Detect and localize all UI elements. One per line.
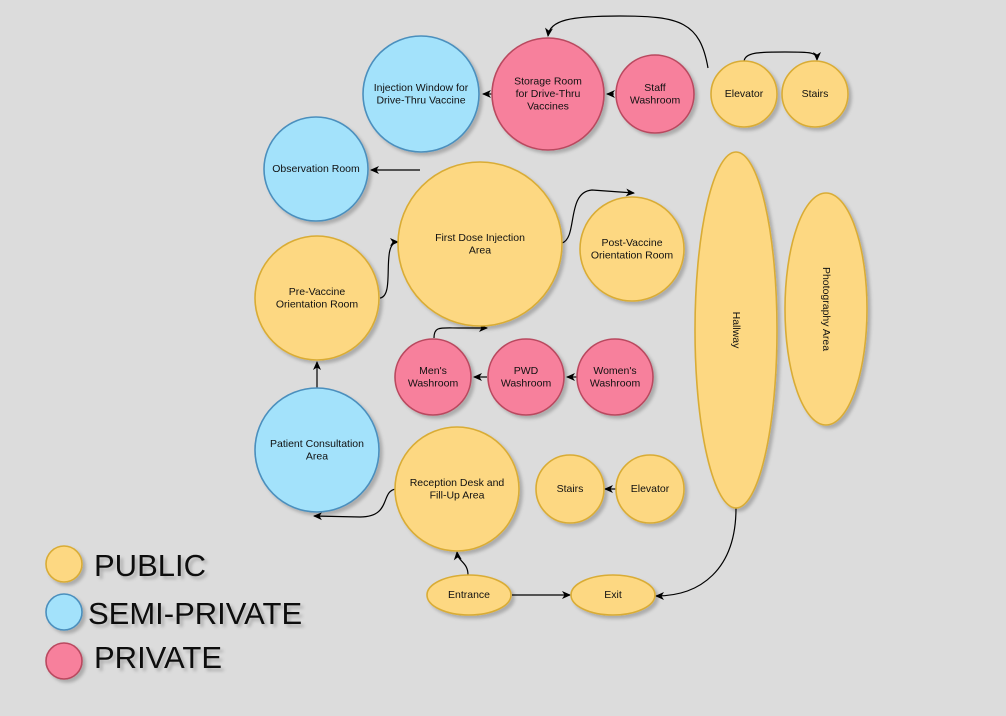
- room-observation-room: Observation Room: [263, 116, 369, 222]
- room-shape: [426, 574, 512, 616]
- edge-reception-to-patient-consultation: [313, 488, 397, 521]
- room-shape: [615, 454, 685, 524]
- legend-label: PRIVATE: [94, 640, 222, 675]
- room-shape: [781, 60, 849, 128]
- room-label: Injection Window for: [374, 82, 469, 94]
- room-label: First Dose Injection: [435, 232, 525, 244]
- edge-hallway-to-exit: [655, 507, 737, 600]
- room-shape: [576, 338, 654, 416]
- room-label: Stairs: [802, 88, 829, 100]
- room-shape: [394, 426, 520, 552]
- room-label: Hallway: [730, 312, 742, 350]
- room-label: Patient Consultation: [270, 438, 364, 450]
- room-hallway: Hallway: [694, 151, 778, 509]
- room-shape: [263, 116, 369, 222]
- room-photography: Photography Area: [784, 192, 868, 426]
- room-elevator-top: Elevator: [710, 60, 778, 128]
- room-shape: [254, 387, 380, 513]
- edge-elevator-to-storage-room: [545, 15, 709, 69]
- room-label: Men's: [419, 365, 447, 377]
- room-elevator-mid: Elevator: [615, 454, 685, 524]
- room-entrance: Entrance: [426, 574, 512, 616]
- room-label: Photography Area: [820, 267, 832, 351]
- room-label: Storage Room: [514, 76, 582, 88]
- connections: [313, 15, 821, 600]
- room-label: Staff: [644, 82, 665, 94]
- room-label: Washroom: [630, 94, 681, 106]
- legend-label: SEMI-PRIVATE: [88, 596, 302, 631]
- room-label: Orientation Room: [276, 298, 359, 310]
- room-label: Post-Vaccine: [601, 237, 662, 249]
- room-shape: [394, 338, 472, 416]
- room-label: Drive-Thru Vaccine: [376, 94, 465, 106]
- room-shape: [254, 235, 380, 361]
- room-label: Entrance: [448, 589, 490, 601]
- edge-pre-vaccine-to-first-dose: [379, 238, 399, 299]
- room-shape: [615, 54, 695, 134]
- legend-swatch: [45, 642, 83, 680]
- room-label: Pre-Vaccine: [289, 286, 346, 298]
- room-label: Fill-Up Area: [430, 489, 485, 501]
- edge-mens-washroom-to-first-dose: [433, 324, 488, 339]
- room-shape: [491, 37, 605, 151]
- legend-item-private: PRIVATE: [45, 640, 222, 680]
- room-label: Reception Desk and: [410, 477, 505, 489]
- room-label: Elevator: [725, 88, 764, 100]
- room-label: Area: [306, 450, 328, 462]
- room-label: PWD: [514, 365, 539, 377]
- room-shape: [784, 192, 868, 426]
- room-label: Vaccines: [527, 101, 569, 113]
- room-label: Stairs: [557, 483, 584, 495]
- legend-item-public: PUBLIC: [45, 545, 206, 583]
- room-exit: Exit: [570, 574, 656, 616]
- legend-label: PUBLIC: [94, 548, 206, 583]
- room-shape: [694, 151, 778, 509]
- legend-swatch: [45, 593, 83, 631]
- edge-first-dose-to-post-vaccine: [561, 188, 635, 244]
- legend-swatch: [45, 545, 83, 583]
- room-label: Orientation Room: [591, 249, 674, 261]
- room-shape: [535, 454, 605, 524]
- room-label: Observation Room: [272, 163, 360, 175]
- edge-entrance-to-reception: [453, 551, 469, 576]
- edge-elevator-to-stairs: [743, 51, 821, 63]
- room-label: Women's: [593, 365, 636, 377]
- room-stairs-top: Stairs: [781, 60, 849, 128]
- room-shape: [397, 161, 563, 327]
- legend: PUBLIC SEMI-PRIVATE PRIVATE: [45, 545, 302, 680]
- room-label: Elevator: [631, 483, 670, 495]
- room-shape: [579, 196, 685, 302]
- legend-item-semi-private: SEMI-PRIVATE: [45, 593, 302, 631]
- room-label: Area: [469, 244, 491, 256]
- room-shape: [362, 35, 480, 153]
- room-shape: [487, 338, 565, 416]
- room-stairs-mid: Stairs: [535, 454, 605, 524]
- room-shape: [570, 574, 656, 616]
- room-label: Washroom: [408, 377, 459, 389]
- room-label: Washroom: [590, 377, 641, 389]
- room-label: Washroom: [501, 377, 552, 389]
- room-label: Exit: [604, 589, 622, 601]
- room-shape: [710, 60, 778, 128]
- room-label: for Drive-Thru: [516, 88, 581, 100]
